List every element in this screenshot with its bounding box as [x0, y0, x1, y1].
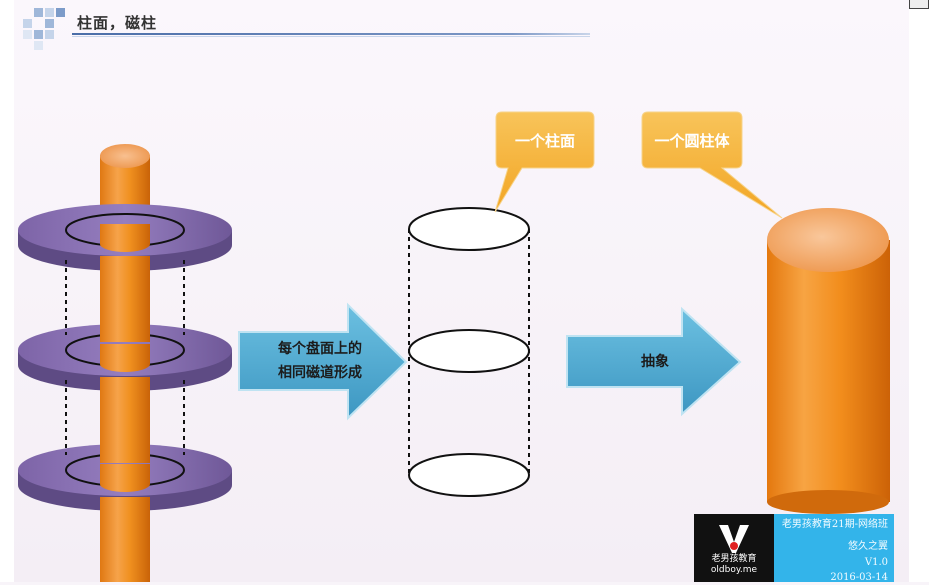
brand-logo-text-en: oldboy.me: [710, 565, 758, 575]
arrow-abstraction: [566, 306, 742, 417]
callout-label-solid-cylinder: 一个圆柱体: [654, 132, 730, 150]
oldboy-logo-icon: [719, 525, 749, 553]
solid-cylinder: [767, 208, 890, 514]
brand-logo-text-cn: 老男孩教育: [711, 554, 757, 564]
left-margin: [0, 0, 14, 582]
title-decoration: [23, 8, 590, 50]
spindle-top: [100, 144, 150, 168]
brand-logo: 老男孩教育 oldboy.me: [694, 514, 774, 582]
platter-stack: [18, 144, 232, 582]
right-margin: [909, 0, 929, 582]
platter-2: [18, 256, 232, 391]
wire-cylinder: [408, 207, 530, 497]
platter-3: [18, 377, 232, 511]
arrow-label-formation: 每个盘面上的 相同磁道形成: [255, 337, 385, 385]
arrow-label-line-1: 每个盘面上的: [278, 341, 362, 357]
brand-logo-text: 老男孩教育 oldboy.me: [698, 554, 770, 576]
brand-author: 悠久之翼: [848, 541, 888, 552]
brand-course: 老男孩教育21期-网络班: [781, 519, 888, 530]
callout-solid-cylinder: [641, 111, 783, 219]
brand-version: V1.0: [864, 557, 888, 568]
arrow-label-line-2: 相同磁道形成: [278, 365, 362, 381]
callout-label-cylinder-surface: 一个柱面: [514, 132, 575, 150]
arrow-label-abstraction: 抽象: [641, 354, 669, 370]
brand-date: 2016-03-14: [830, 572, 888, 583]
brand-watermark: 老男孩教育 oldboy.me 老男孩教育21期-网络班 悠久之翼 V1.0 2…: [694, 514, 894, 583]
slide-title: 柱面，磁柱: [77, 14, 158, 32]
callout-cylinder-surface: [494, 111, 595, 213]
platter-1: [18, 204, 232, 271]
arrow-formation: [238, 302, 408, 421]
